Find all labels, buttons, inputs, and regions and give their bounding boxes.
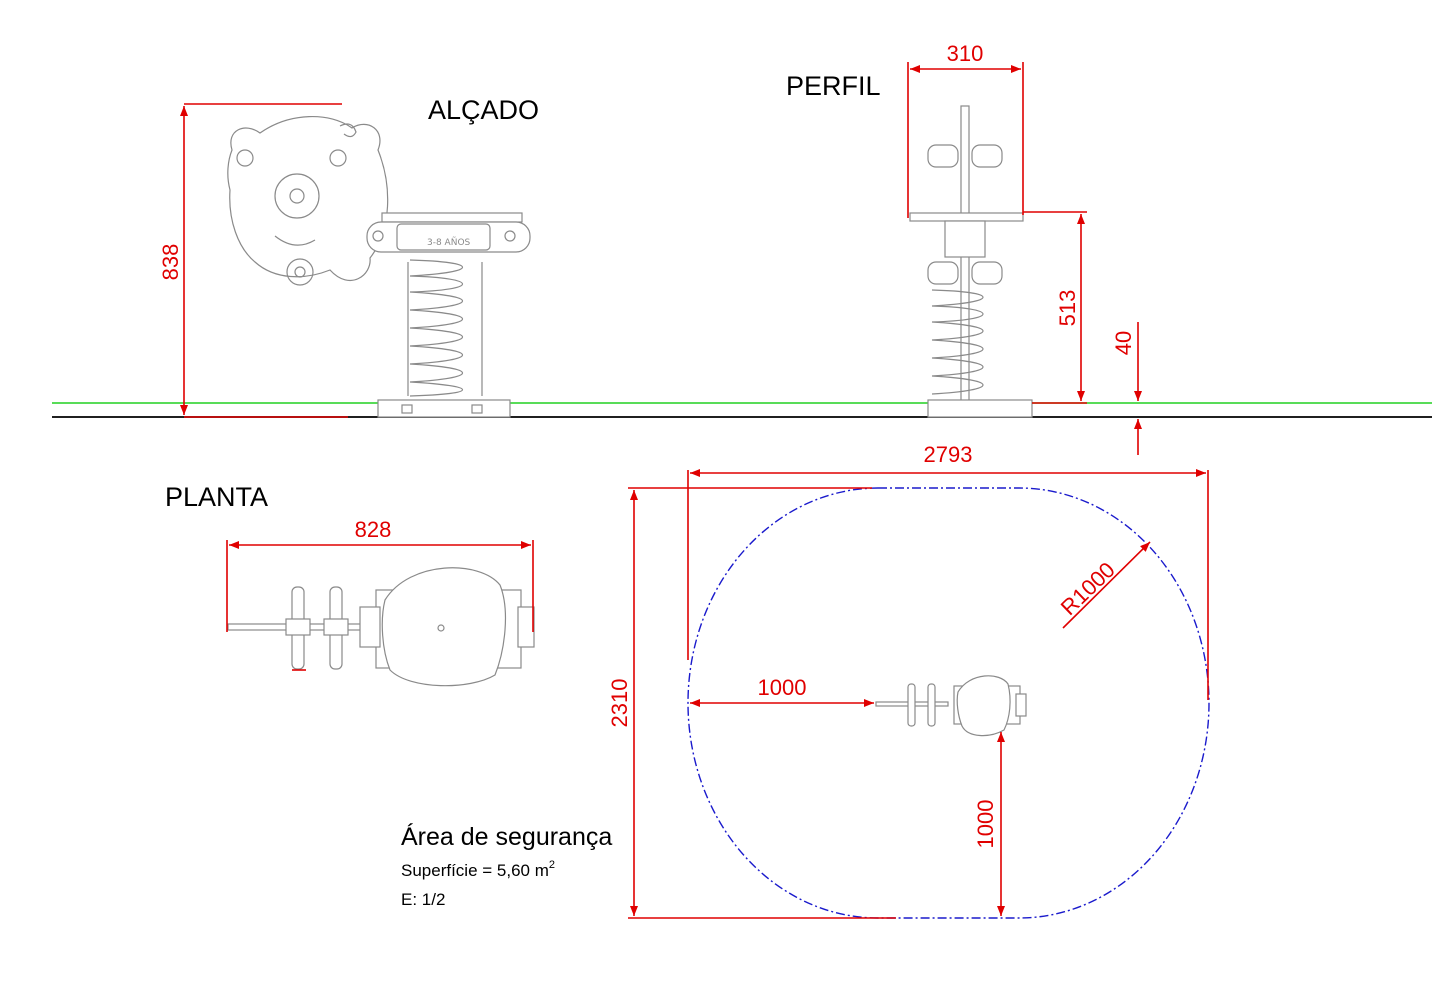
safety-note: Área de segurança Superfície = 5,60 m2 E… xyxy=(401,822,612,909)
safety-note-surface: Superfície = 5,60 m2 xyxy=(401,859,555,880)
dim-plan-length: 828 xyxy=(226,517,534,632)
dim-label-838: 838 xyxy=(158,244,183,281)
safety-note-title: Área de segurança xyxy=(401,822,612,851)
dim-area-side: 1000 xyxy=(690,675,874,707)
svg-text:3-8 AÑOS: 3-8 AÑOS xyxy=(427,237,471,248)
dim-label-2793: 2793 xyxy=(924,442,973,467)
view-title-elevation: ALÇADO xyxy=(428,95,539,125)
view-title-plan: PLANTA xyxy=(165,482,268,512)
safety-note-scale: E: 1/2 xyxy=(401,890,445,909)
dim-label-1000-vertical: 1000 xyxy=(973,800,998,849)
dim-area-radius: R1000 xyxy=(1056,541,1151,629)
dim-label-1000-horizontal: 1000 xyxy=(758,675,807,700)
dim-area-height: 2310 xyxy=(607,487,896,919)
dim-label-828: 828 xyxy=(355,517,392,542)
dim-profile-seat-height: 513 xyxy=(1023,211,1087,404)
safety-area-equipment xyxy=(875,675,1027,737)
view-title-profile: PERFIL xyxy=(786,71,881,101)
dim-label-2310: 2310 xyxy=(607,679,632,728)
plan-view xyxy=(227,567,535,687)
dim-label-310: 310 xyxy=(947,41,984,66)
dim-area-width: 2793 xyxy=(687,442,1209,700)
dim-elevation-height: 838 xyxy=(158,103,348,418)
dim-label-513: 513 xyxy=(1055,290,1080,327)
dim-area-bottom: 1000 xyxy=(973,732,1005,916)
dim-profile-base: 40 xyxy=(1111,322,1142,455)
dim-label-r1000: R1000 xyxy=(1056,557,1120,620)
profile-view xyxy=(909,105,1033,418)
safety-area-outline xyxy=(687,487,1210,919)
dim-label-40: 40 xyxy=(1111,331,1136,355)
bear-panel-shape xyxy=(227,115,389,282)
elevation-view: 3-8 AÑOS xyxy=(227,115,531,418)
dim-profile-width: 310 xyxy=(907,41,1024,218)
